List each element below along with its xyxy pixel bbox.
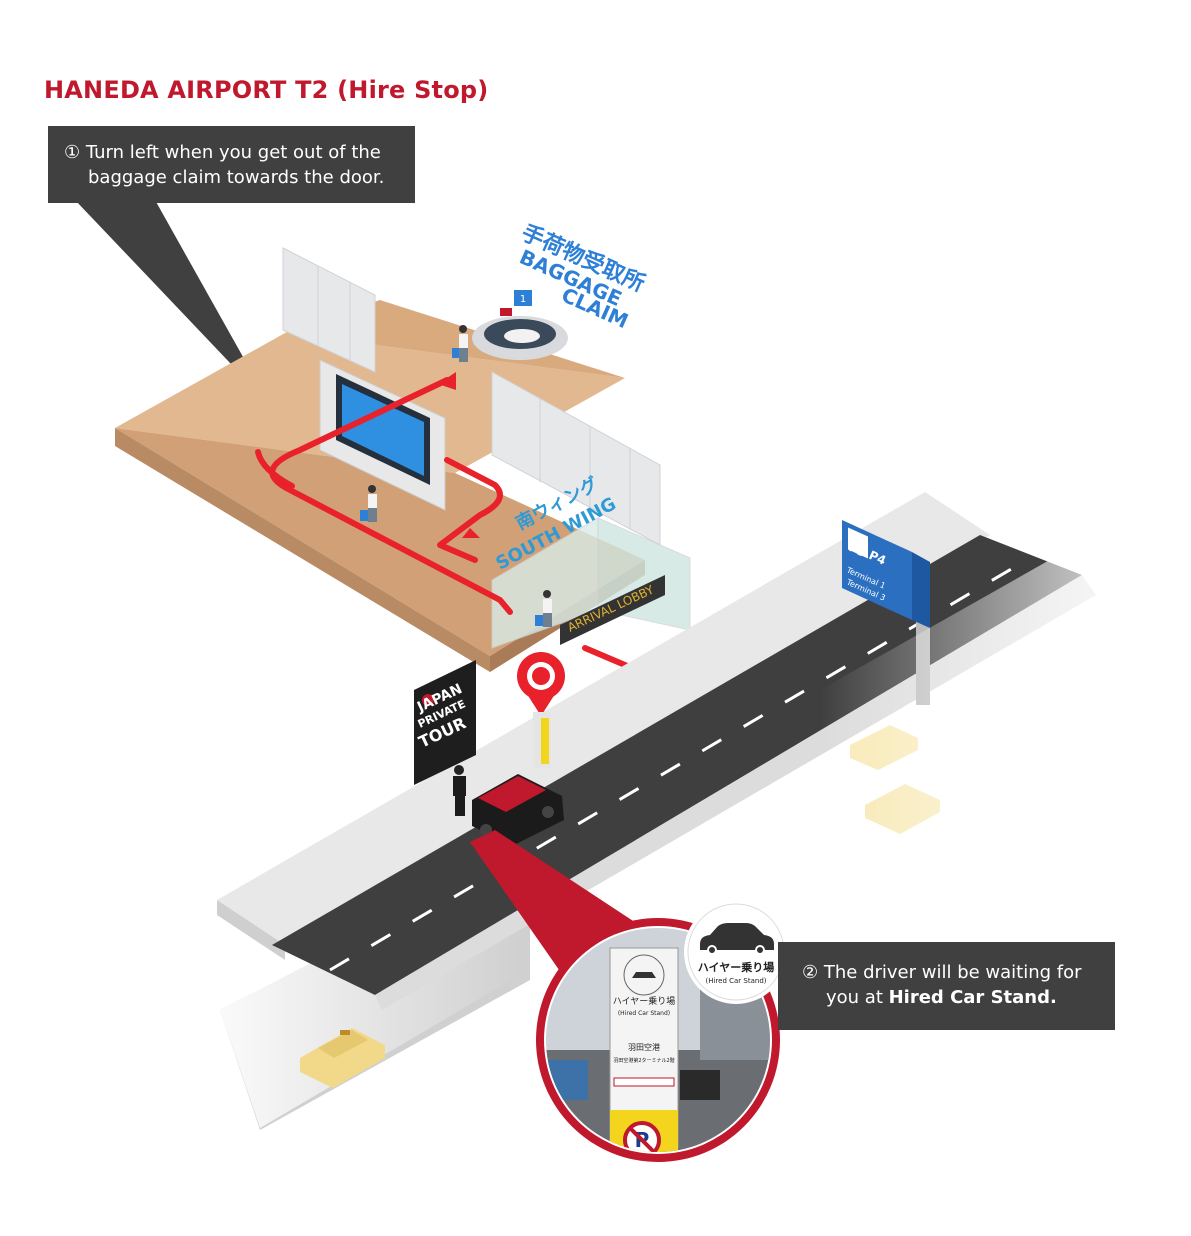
stand-badge-en: (Hired Car Stand) <box>705 977 766 985</box>
traveler-figures <box>360 325 552 627</box>
stand-badge-jp: ハイヤー乗り場 <box>698 960 774 974</box>
step-1-number: ① <box>64 142 81 163</box>
step-1-callout: ① Turn left when you get out of the bagg… <box>48 126 415 203</box>
step-2-line2-prefix: you at <box>826 987 889 1008</box>
step-2-line1: The driver will be waiting for <box>823 962 1082 983</box>
photo-sign-en: (Hired Car Stand) <box>618 1010 670 1017</box>
photo-sign-airport: 羽田空港 <box>628 1042 660 1052</box>
hired-car-stand-badge: ハイヤー乗り場 (Hired Car Stand) <box>684 900 788 1004</box>
step-1-line1: Turn left when you get out of the <box>85 142 381 163</box>
step-2-line2: you at Hired Car Stand. <box>802 985 1082 1010</box>
car-icon <box>700 923 774 955</box>
baggage-claim-sign: 手荷物受取所 BAGGAGE CLAIM <box>516 220 649 333</box>
sign-p3: P3 <box>847 540 868 560</box>
step-1-line2: baggage claim towards the door. <box>88 167 385 188</box>
taxi-lower <box>300 1028 385 1088</box>
baggage-carousel: 1 <box>472 290 568 360</box>
location-pin-icon <box>517 652 565 768</box>
sidewalk <box>217 492 990 960</box>
step-2-callout: ② The driver will be waiting for you at … <box>778 942 1115 1030</box>
step-2-line2-bold: Hired Car Stand. <box>888 987 1057 1008</box>
flight-board <box>319 359 446 511</box>
step-2-number: ② <box>802 962 819 983</box>
photo-sign-terminal: 羽田空港第2ターミナル2階 <box>613 1057 674 1064</box>
stand-photo: ハイヤー乗り場 (Hired Car Stand) 羽田空港 羽田空港第2ターミ… <box>536 918 780 1162</box>
page-title: HANEDA AIRPORT T2 (Hire Stop) <box>44 76 489 104</box>
callout-1-pointer <box>75 200 270 405</box>
svg-text:1: 1 <box>520 294 526 305</box>
glass-walls <box>282 247 691 649</box>
no-parking-icon: P <box>623 1121 661 1152</box>
hire-van <box>472 774 564 846</box>
sign-p4: P4 <box>867 548 888 568</box>
photo-sign-jp: ハイヤー乗り場 <box>613 995 676 1007</box>
brand-board: JAPAN PRIVATE TOUR <box>414 660 476 785</box>
driver-figure <box>453 765 466 816</box>
